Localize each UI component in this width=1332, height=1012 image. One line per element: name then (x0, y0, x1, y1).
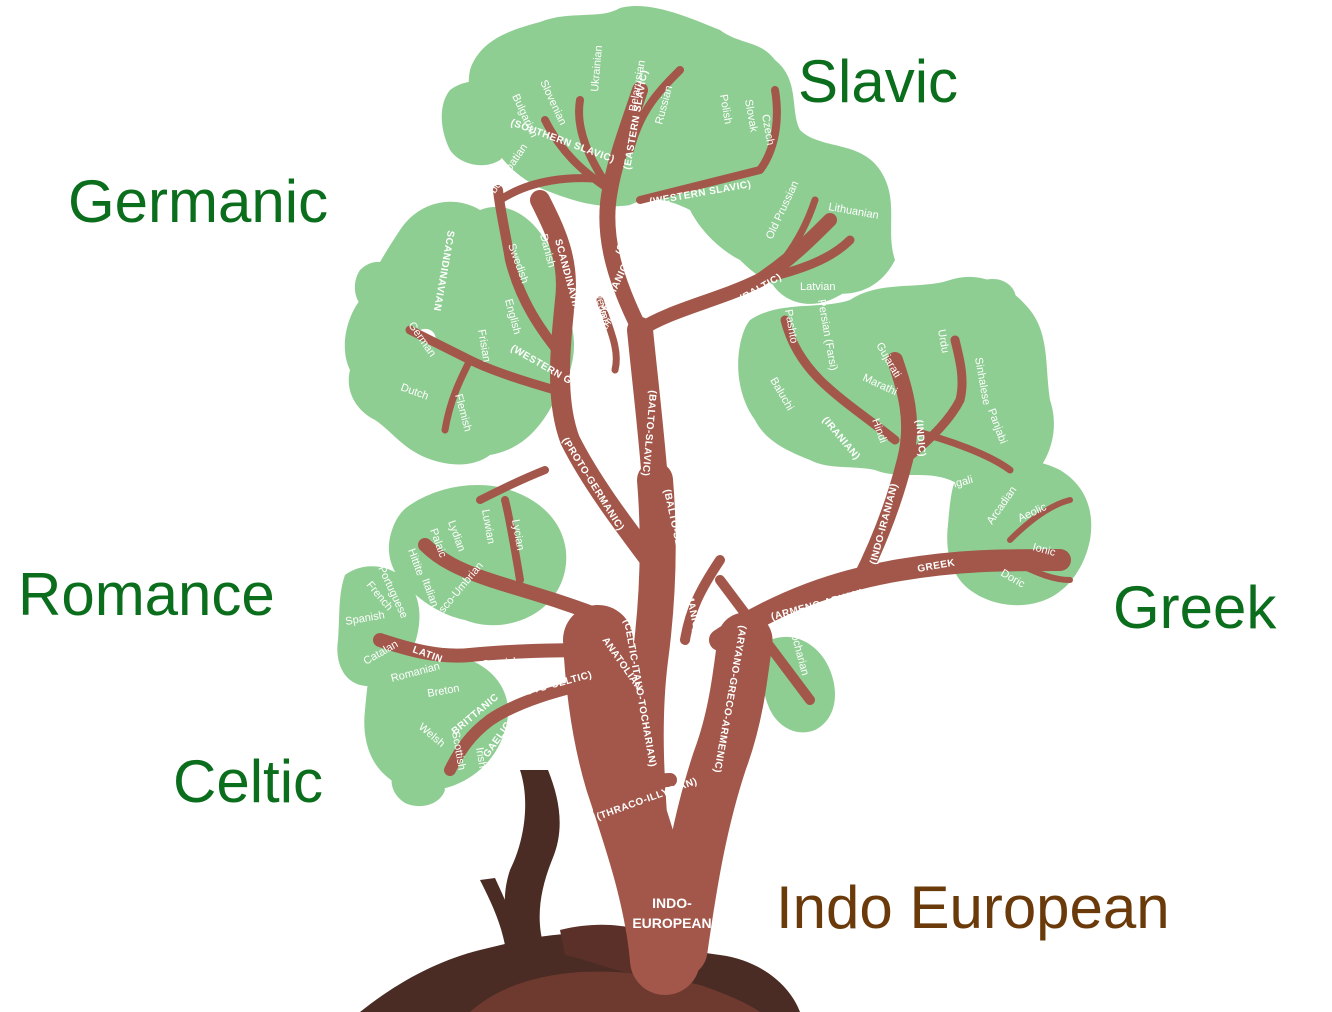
root-label-line-1: INDO- (652, 895, 692, 911)
group-label-romance: Romance (18, 565, 275, 625)
leaf-label: Cornish (481, 656, 520, 671)
branch-label-slavic: (SLAVIC) (614, 208, 637, 256)
group-label-greek: Greek (1113, 578, 1276, 638)
branch-label-proto-germanic: (PROTO-GERMANIC) (559, 436, 625, 533)
leaf-label: Latvian (800, 281, 835, 293)
group-label-celtic: Celtic (173, 752, 323, 812)
branch-label-indo-iranian: (INDO-IRANIAN) (868, 482, 900, 566)
group-label-germanic: Germanic (68, 172, 328, 232)
group-label-slavic: Slavic (798, 52, 958, 112)
branch-label-italic: (ITALIC) (519, 628, 562, 643)
root-label-line-2: EUROPEAN (632, 915, 711, 931)
group-label-indo-european: Indo European (776, 878, 1170, 938)
